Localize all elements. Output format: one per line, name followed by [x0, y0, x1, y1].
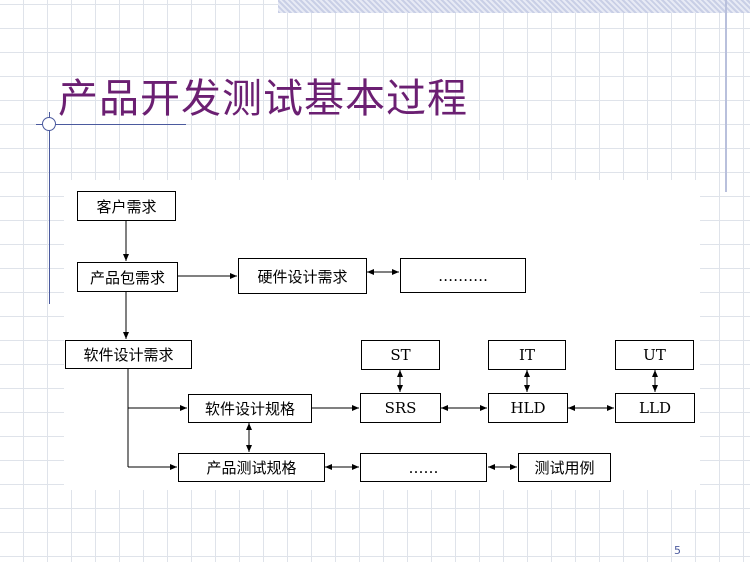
box-customer-requirement: 客户需求 — [77, 191, 176, 221]
box-hardware-design-requirement: 硬件设计需求 — [238, 258, 367, 294]
box-hld: HLD — [488, 393, 568, 423]
title-ornament-circle — [42, 117, 56, 131]
box-srs: SRS — [360, 393, 441, 423]
box-ut: UT — [615, 340, 694, 370]
decorative-top-band — [278, 0, 750, 13]
box-hardware-ellipsis: ………. — [400, 258, 526, 293]
diagram-background — [64, 180, 700, 490]
box-st: ST — [361, 340, 440, 370]
box-it: IT — [488, 340, 566, 370]
title-underline — [36, 124, 186, 125]
box-software-design-spec: 软件设计规格 — [188, 394, 312, 423]
title-vertical-rule — [49, 112, 50, 304]
box-test-cases: 测试用例 — [518, 453, 611, 482]
box-product-package-requirement: 产品包需求 — [77, 262, 178, 292]
box-software-design-requirement: 软件设计需求 — [65, 340, 192, 369]
box-lld: LLD — [615, 393, 695, 423]
decorative-right-rule — [725, 0, 727, 192]
page-number: 5 — [674, 544, 681, 557]
box-test-ellipsis: …… — [360, 453, 487, 482]
box-product-test-spec: 产品测试规格 — [178, 453, 325, 482]
slide-title: 产品开发测试基本过程 — [58, 76, 468, 122]
